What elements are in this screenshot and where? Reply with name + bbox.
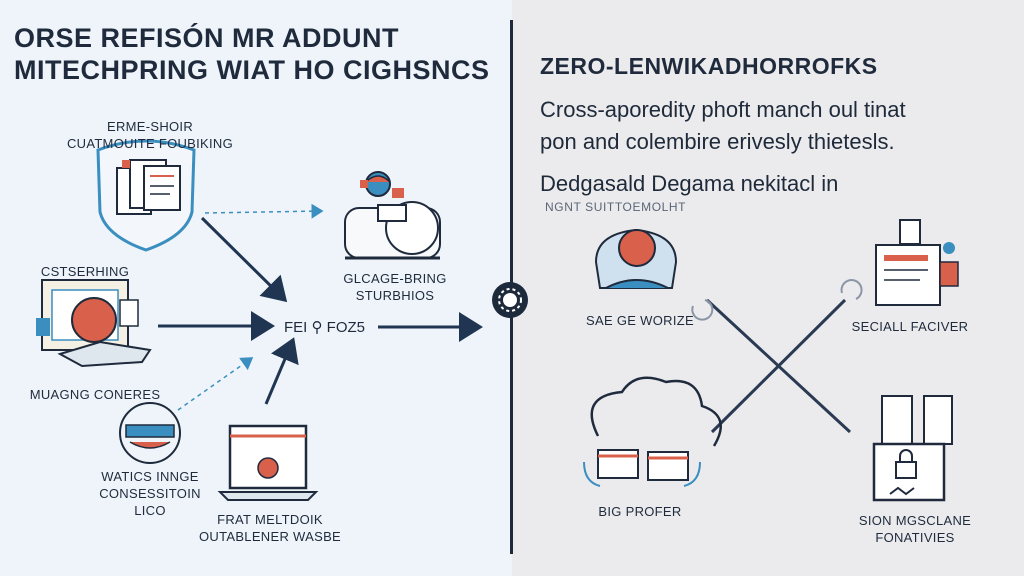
right-node-top-left-label: SAE GE WORIZE: [586, 313, 694, 328]
right-title: ZERO-LENWIKADHORROFKS: [540, 53, 878, 79]
node-bottom-center-line1: FRAT MELTDOIK: [217, 512, 323, 527]
right-node-bottom-left-label: BIG PROFER: [598, 504, 682, 519]
arrow-shield-to-robot: [204, 203, 324, 219]
node-mid-left-label: CSTSERHING: [40, 264, 130, 279]
center-label: FEI ⚲ FOZ5: [284, 319, 365, 336]
loop-arrow-right: [840, 279, 863, 300]
node-bottom-left-line2: CONSESSITOIN: [99, 486, 201, 501]
node-top-right-line2: STURBHIOS: [355, 288, 435, 303]
cloud-documents-icon: [583, 376, 722, 487]
document-shield-icon: [96, 139, 196, 252]
right-body-line2: pon and colembire erivesly thietesls.: [540, 129, 895, 154]
loop-arrow-left: [691, 299, 714, 321]
right-node-top-right-label: SECIALL FACIVER: [851, 319, 969, 334]
gear-hub-icon: [492, 282, 528, 318]
robot-machine-icon: [344, 171, 441, 260]
node-top-right-line1: GLCAGE-BRING: [343, 271, 447, 286]
arrow-laptop-to-center: [264, 337, 299, 405]
left-title-line1: ORSE REFISÓN MR ADDUNT: [14, 23, 400, 53]
lock-devices-icon: [872, 395, 953, 502]
right-subcaption: NGNT SUITTOEMOLHT: [545, 200, 687, 214]
screen-user-icon: [36, 279, 152, 368]
laptop-browser-icon: [217, 424, 319, 501]
node-bottom-left-line1: WATICS INNGE: [101, 469, 199, 484]
node-bottom-center-line2: OUTABLENER WASBE: [198, 529, 342, 544]
right-body-line1: Cross-aporedity phoft manch oul tinat: [540, 97, 906, 122]
right-node-bottom-right-line1: SION MGSCLANE: [858, 513, 972, 528]
left-title-line2: MITECHPRING WIAT HO CIGHSNCS: [14, 55, 490, 85]
person-avatar-icon: [594, 228, 678, 289]
node-bottom-left-line3: LICO: [134, 503, 166, 518]
node-top-left-line1: ERME-SHOIR: [106, 119, 194, 134]
node-mid-left-caption: MUAGNG CONERES: [29, 387, 161, 402]
right-subheading: Dedgasald Degama nekitacl in: [540, 171, 839, 196]
cross-line-b: [710, 298, 847, 434]
arrow-shield-to-center: [200, 216, 288, 303]
node-top-left-line2: CUATMOUITE FOUBIKING: [66, 136, 234, 151]
server-terminal-icon: [875, 219, 959, 306]
right-node-bottom-right-line2: FONATIVIES: [875, 530, 955, 545]
masked-person-icon: [119, 402, 181, 464]
arrow-mask-to-center: [177, 357, 254, 411]
